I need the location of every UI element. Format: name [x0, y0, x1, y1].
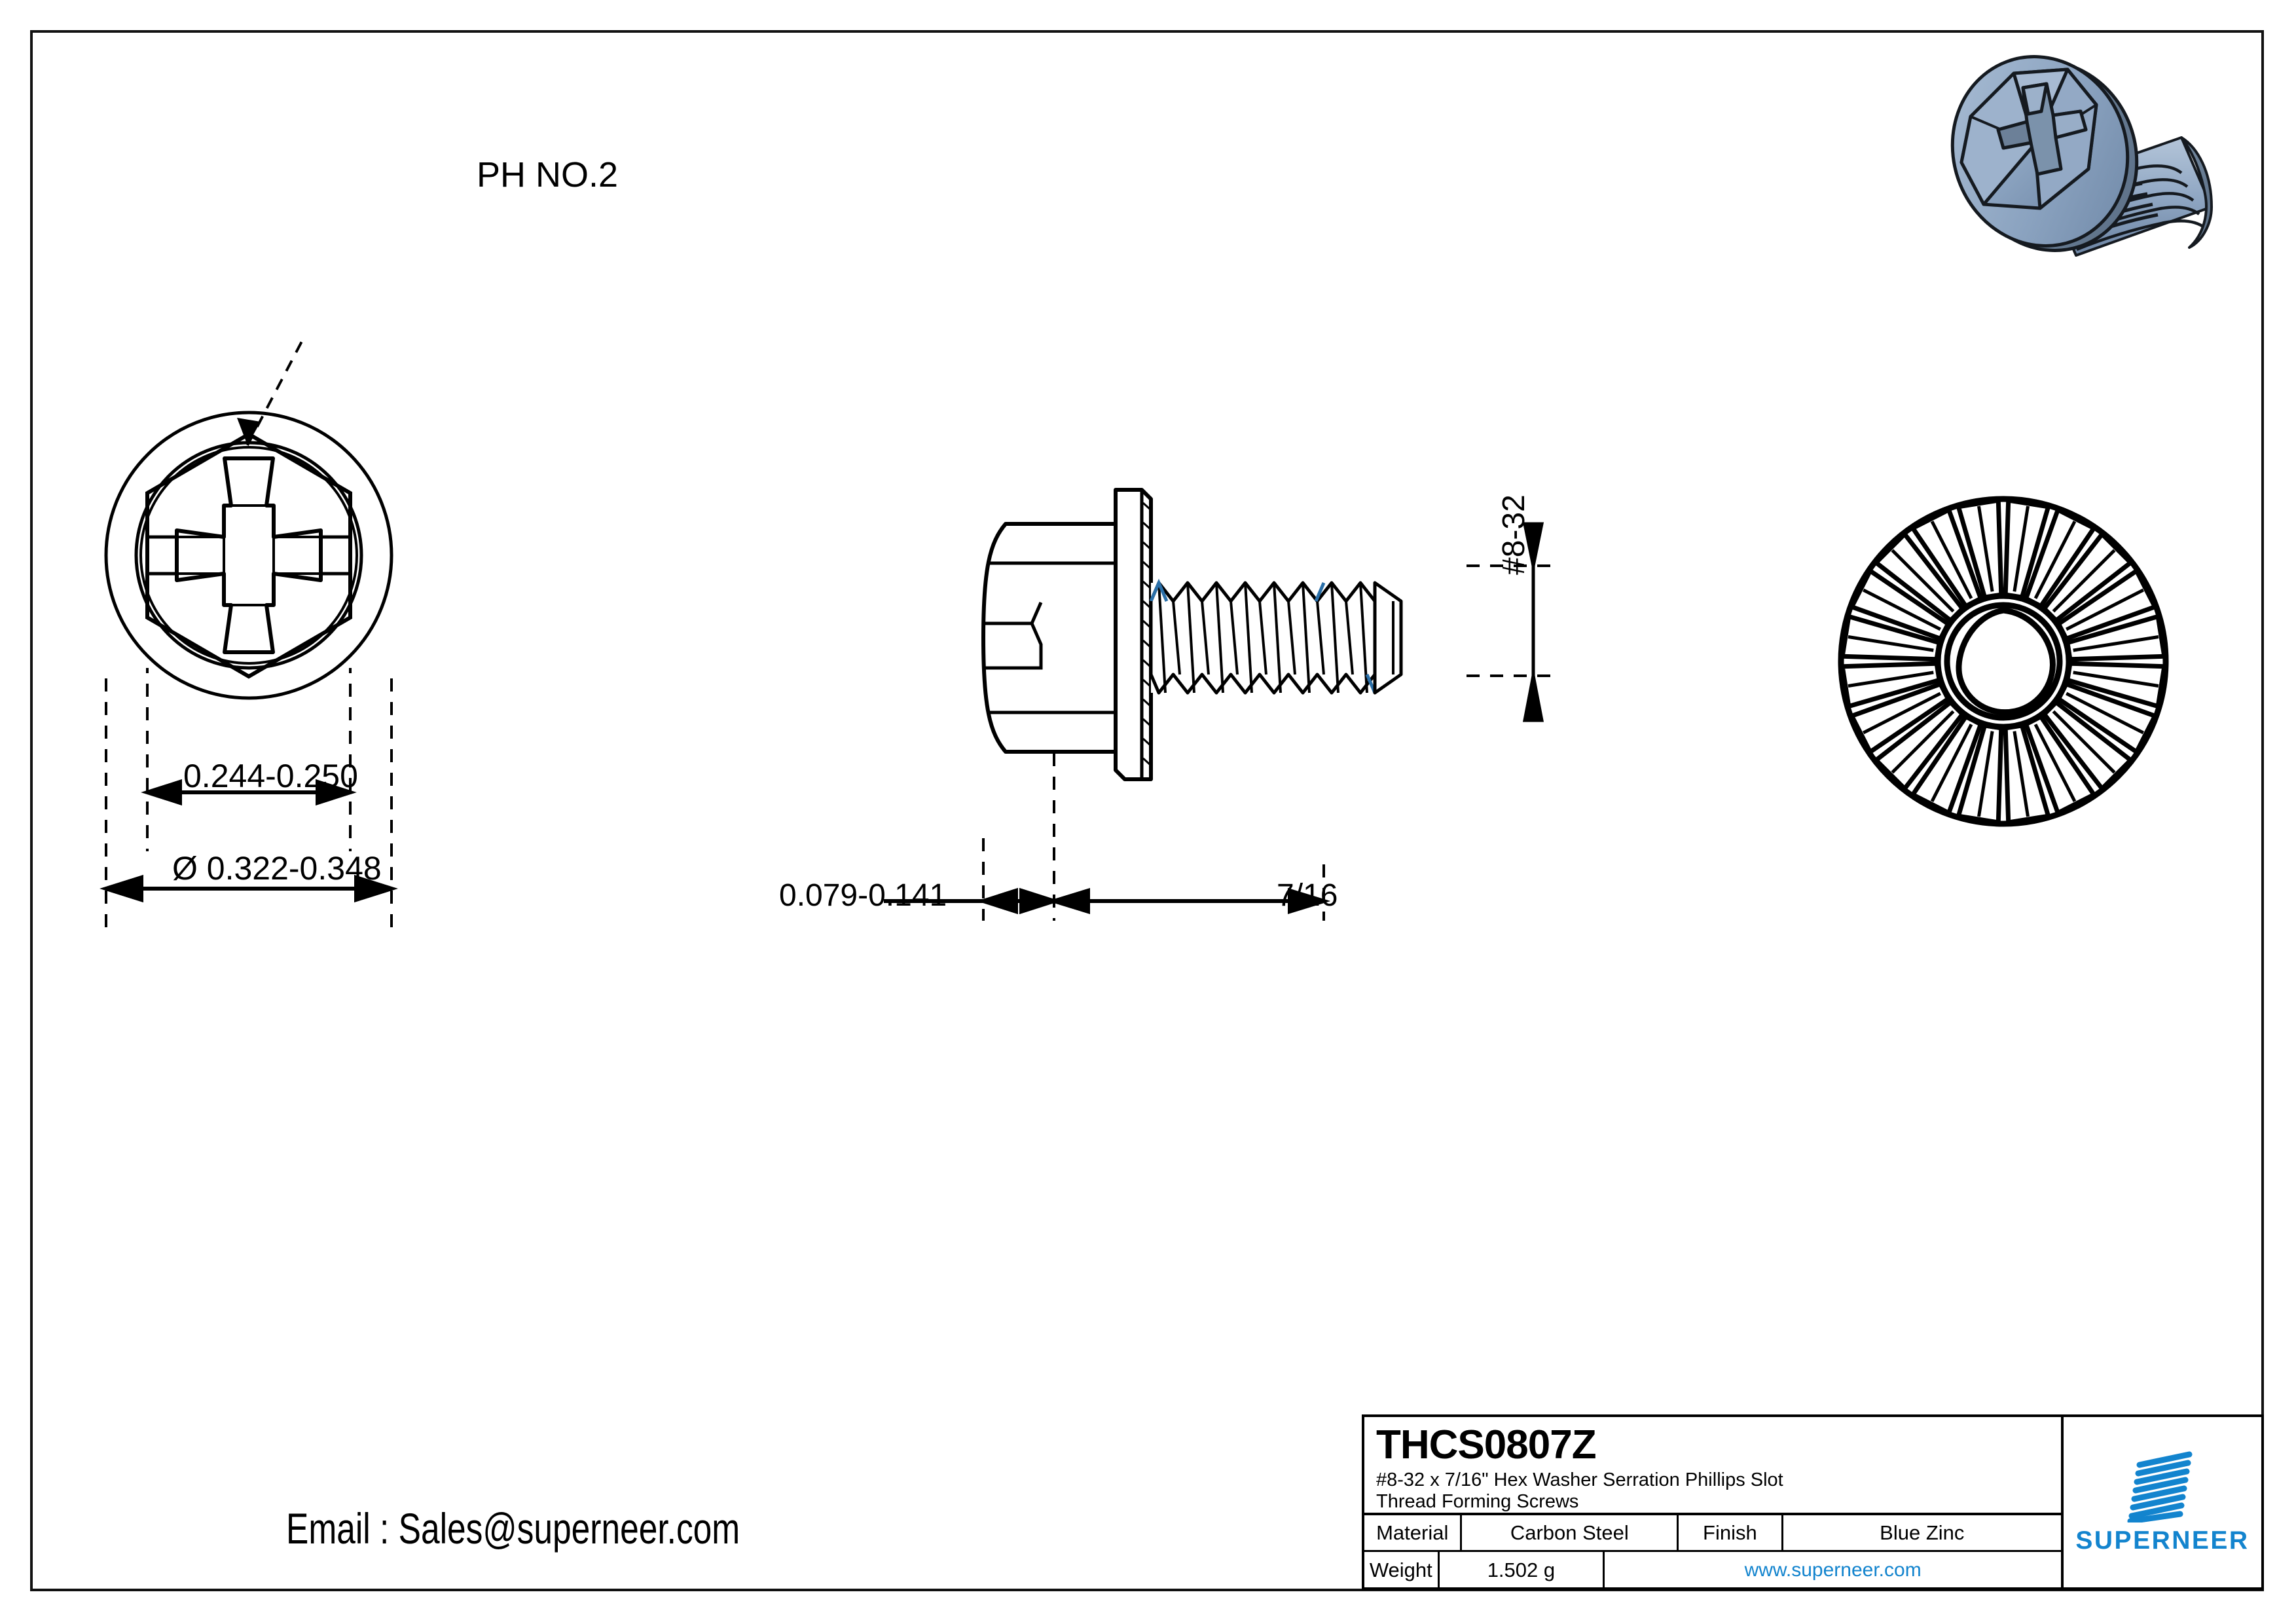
side-threaded-shank — [1149, 578, 1403, 695]
logo-wordmark: SUPERNEER — [2075, 1526, 2250, 1555]
weight-label: Weight — [1364, 1552, 1440, 1589]
weight-row: Weight 1.502 g www.superneer.com — [1364, 1552, 2061, 1589]
render-phillips-recess — [1996, 82, 2088, 176]
material-row: Material Carbon Steel Finish Blue Zinc — [1364, 1515, 2061, 1552]
part-description: #8-32 x 7/16" Hex Washer Serration Phill… — [1376, 1469, 1783, 1512]
drawing-border — [30, 30, 2264, 1591]
website-link[interactable]: www.superneer.com — [1744, 1559, 1922, 1581]
dim-shank-length — [1047, 887, 1331, 915]
ph-callout-leader — [246, 341, 304, 446]
serration-bore — [1956, 607, 2056, 715]
front-view-hex-washer-head — [104, 341, 393, 700]
material-value: Carbon Steel — [1462, 1515, 1679, 1550]
logo-box: SUPERNEER — [2064, 1414, 2264, 1590]
serration-hub — [1935, 593, 2072, 730]
phillips-recess — [175, 456, 323, 654]
side-hex-head — [981, 522, 1118, 754]
front-view-dimensions — [100, 668, 398, 930]
flange-serration-hatch — [1142, 502, 1152, 766]
dim-label-washer-diameter: Ø 0.322-0.348 — [172, 850, 382, 887]
title-block-header: THCS0807Z #8-32 x 7/16" Hex Washer Serra… — [1364, 1417, 2061, 1515]
weight-value: 1.502 g — [1440, 1552, 1605, 1589]
washer-outer-circle — [104, 411, 393, 700]
side-view-screw — [981, 488, 1403, 781]
ph-leader-arrow — [237, 418, 261, 445]
dim-across-flats — [141, 779, 357, 806]
title-block: THCS0807Z #8-32 x 7/16" Hex Washer Serra… — [1362, 1414, 2064, 1590]
side-view-dimensions — [884, 522, 1558, 921]
ph-callout-label: PH NO.2 — [477, 155, 619, 194]
dim-label-head-height: 0.079-0.141 — [779, 878, 947, 913]
email-label: Email : Sales@superneer.com — [286, 1504, 740, 1553]
isometric-screw-render — [1950, 55, 2213, 257]
finish-label: Finish — [1679, 1515, 1783, 1550]
serration-outer-circle — [1838, 496, 2169, 827]
dim-head-height — [884, 887, 1061, 915]
dim-thread-size — [1522, 522, 1544, 722]
dim-label-shank-length: 7/16 — [1277, 878, 1338, 913]
dim-washer-diameter — [100, 874, 398, 903]
superneer-mark-icon — [2127, 1451, 2193, 1522]
part-code: THCS0807Z — [1376, 1422, 1597, 1467]
bottom-view-serrated-washer — [1838, 496, 2169, 827]
hex-outline — [145, 432, 352, 679]
material-label: Material — [1364, 1515, 1463, 1550]
dim-label-thread-size: #8-32 — [1497, 494, 1531, 575]
dim-label-across-flats: 0.244-0.250 — [183, 758, 358, 794]
finish-value: Blue Zinc — [1880, 1521, 1965, 1544]
